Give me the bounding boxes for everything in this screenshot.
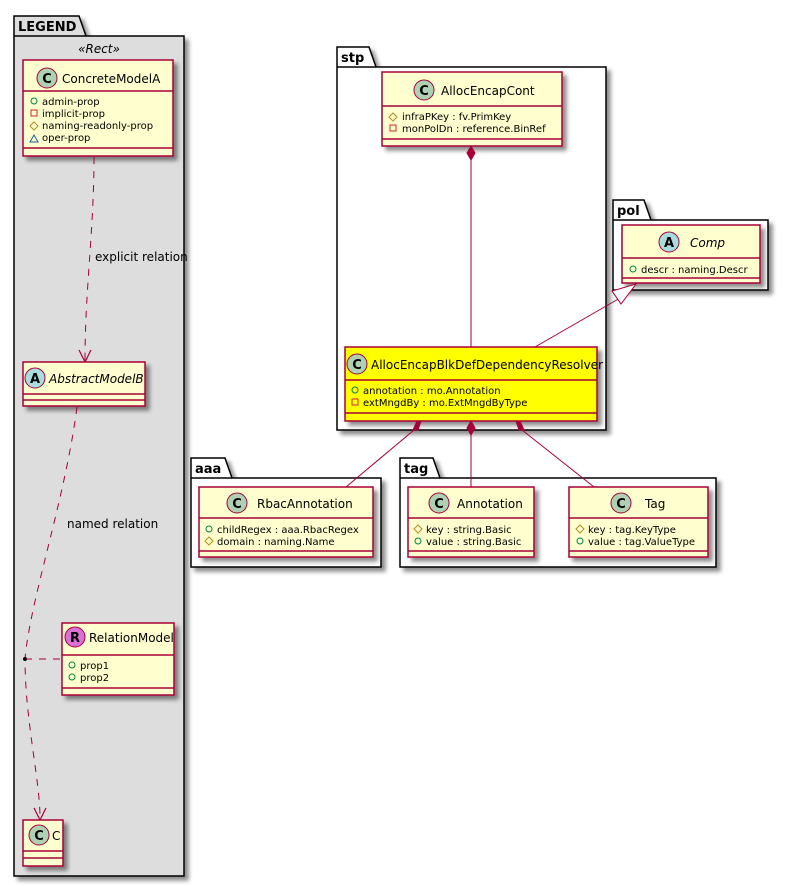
public-visibility-icon xyxy=(30,97,38,105)
edge-label-named-relation: named relation xyxy=(67,517,158,531)
class-name: C xyxy=(52,829,60,843)
class-name: AbstractModelB xyxy=(48,372,144,386)
class-rbac-annotation[interactable]: C RbacAnnotation childRegex : aaa.RbacRe… xyxy=(198,486,374,558)
edge-composition-resolver-rbac xyxy=(345,420,422,488)
attribute: infraPKey : fv.PrimKey xyxy=(402,112,511,123)
class-name: AllocEncapCont xyxy=(441,84,535,98)
attribute: prop1 xyxy=(80,661,109,672)
class-spot-icon: C xyxy=(419,84,429,99)
attribute: childRegex : aaa.RbacRegex xyxy=(217,525,359,536)
attribute: key : tag.KeyType xyxy=(588,525,676,536)
relation-spot-icon: R xyxy=(70,631,80,646)
legend-stereotype: «Rect» xyxy=(78,42,120,56)
edge-inheritance-resolver-comp xyxy=(534,283,638,348)
private-visibility-icon xyxy=(30,109,38,117)
package-visibility-icon xyxy=(29,133,39,143)
class-alloc-encap-blk-def-dependency-resolver[interactable]: C AllocEncapBlkDefDependencyResolver ann… xyxy=(344,346,603,422)
attribute: value : tag.ValueType xyxy=(588,537,695,548)
class-annotation[interactable]: C Annotation key : string.Basic value : … xyxy=(407,486,535,558)
abstract-spot-icon: A xyxy=(30,372,40,387)
edge-named-relation: named relation xyxy=(23,406,158,822)
edge-composition-resolver-tag xyxy=(515,420,595,488)
attribute: annotation : mo.Annotation xyxy=(363,386,501,397)
attribute: descr : naming.Descr xyxy=(641,265,748,276)
class-spot-icon: C xyxy=(434,497,444,512)
package-name: tag xyxy=(404,462,428,477)
class-name: RelationModel xyxy=(89,631,174,645)
class-c[interactable]: C C xyxy=(22,819,64,867)
class-tag[interactable]: C Tag key : tag.KeyType value : tag.Valu… xyxy=(568,486,709,558)
class-name: Comp xyxy=(690,236,725,250)
package-name: pol xyxy=(617,204,640,219)
class-concrete-model-a[interactable]: C ConcreteModelA admin-prop implicit-pro… xyxy=(22,59,174,157)
attribute: naming-readonly-prop xyxy=(42,121,153,132)
class-name: RbacAnnotation xyxy=(257,497,353,511)
attribute: admin-prop xyxy=(42,97,100,108)
package-name: aaa xyxy=(195,462,221,477)
edge-label-explicit-relation: explicit relation xyxy=(95,250,188,264)
abstract-spot-icon: A xyxy=(664,236,674,251)
class-relation-model[interactable]: R RelationModel prop1 prop2 xyxy=(61,622,175,696)
class-alloc-encap-cont[interactable]: C AllocEncapCont infraPKey : fv.PrimKey … xyxy=(381,71,563,147)
class-spot-icon: C xyxy=(616,497,626,512)
class-name: Tag xyxy=(644,497,665,511)
class-spot-icon: C xyxy=(352,358,362,373)
attribute: extMngdBy : mo.ExtMngdByType xyxy=(363,398,527,409)
class-spot-icon: C xyxy=(34,829,44,844)
attribute: implicit-prop xyxy=(42,109,105,120)
legend-package-name: LEGEND xyxy=(18,20,77,35)
class-name: Annotation xyxy=(457,497,523,511)
attribute: value : string.Basic xyxy=(426,537,521,548)
class-abstract-model-b[interactable]: A AbstractModelB xyxy=(22,361,146,407)
class-name: ConcreteModelA xyxy=(62,72,161,86)
class-spot-icon: C xyxy=(232,497,242,512)
attribute: oper-prop xyxy=(42,133,90,144)
class-spot-icon: C xyxy=(42,72,52,87)
attribute: monPolDn : reference.BinRef xyxy=(402,124,546,135)
attribute: key : string.Basic xyxy=(426,525,512,536)
protected-visibility-icon xyxy=(29,121,39,131)
edge-composition-resolver-annotation xyxy=(466,419,476,487)
class-comp[interactable]: A Comp descr : naming.Descr xyxy=(621,224,761,284)
class-name: AllocEncapBlkDefDependencyResolver xyxy=(371,358,603,372)
edge-composition-cont-resolver xyxy=(466,144,476,347)
attribute: domain : naming.Name xyxy=(217,537,335,548)
package-name: stp xyxy=(341,51,364,66)
attribute: prop2 xyxy=(80,673,109,684)
